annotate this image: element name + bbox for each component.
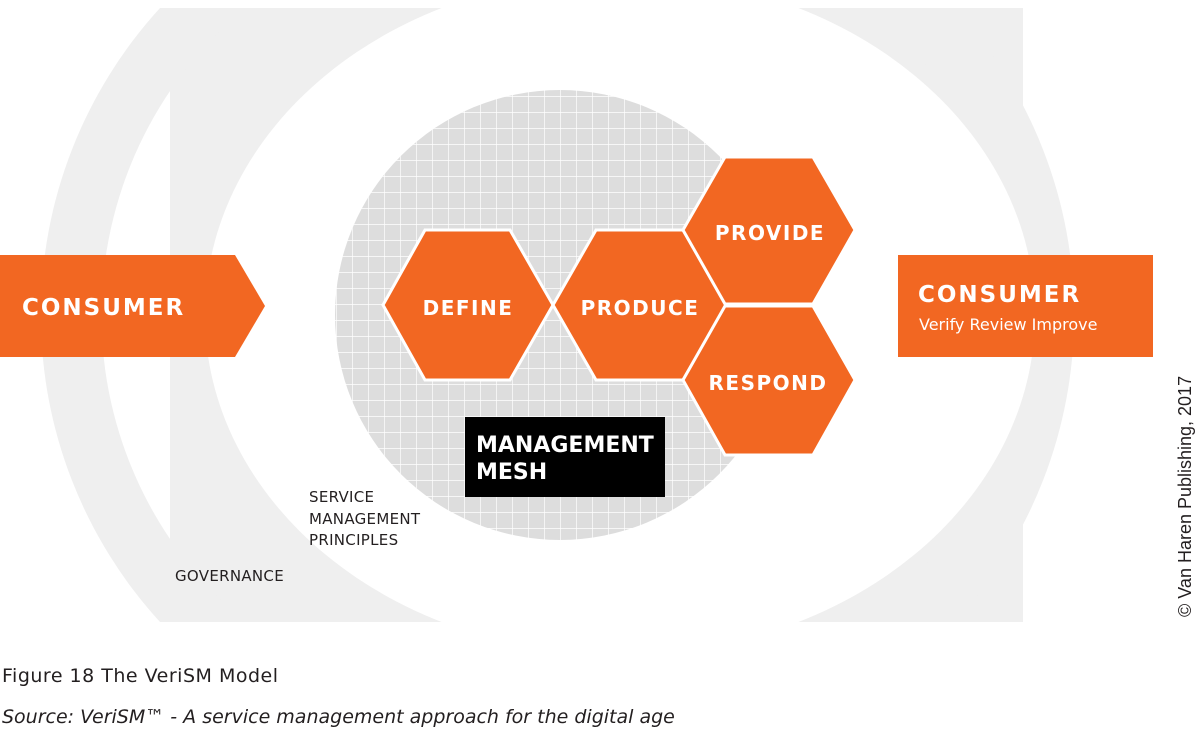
left-consumer-label: CONSUMER <box>22 295 185 321</box>
principles-label-line2: MANAGEMENT <box>309 510 421 528</box>
governance-label: GOVERNANCE <box>175 567 284 585</box>
produce-label: PRODUCE <box>581 296 700 320</box>
management-mesh-label-line2: MESH <box>476 460 547 485</box>
right-consumer-sublabel: Verify Review Improve <box>919 315 1097 334</box>
provide-label: PROVIDE <box>715 221 825 245</box>
governance-ring-arcs <box>40 8 1075 622</box>
respond-hexagon <box>681 304 857 457</box>
right-consumer-box <box>898 255 1153 357</box>
copyright-label: © Van Haren Publishing, 2017 <box>1175 376 1195 617</box>
verism-model-diagram: CONSUMER CONSUMER Verify Review Improve … <box>0 8 1195 640</box>
define-label: DEFINE <box>423 296 514 320</box>
principles-label-line3: PRINCIPLES <box>309 531 398 549</box>
provide-hexagon <box>681 155 857 306</box>
management-mesh-label-box <box>465 417 665 497</box>
respond-label: RESPOND <box>709 371 828 395</box>
left-consumer-arrow <box>0 255 265 357</box>
management-mesh-label-line1: MANAGEMENT <box>476 433 654 458</box>
figure-caption: Figure 18 The VeriSM Model <box>2 665 279 687</box>
principles-label-line1: SERVICE <box>309 488 374 506</box>
right-consumer-label: CONSUMER <box>918 282 1081 308</box>
source-caption: Source: VeriSM™ - A service management a… <box>2 706 675 728</box>
